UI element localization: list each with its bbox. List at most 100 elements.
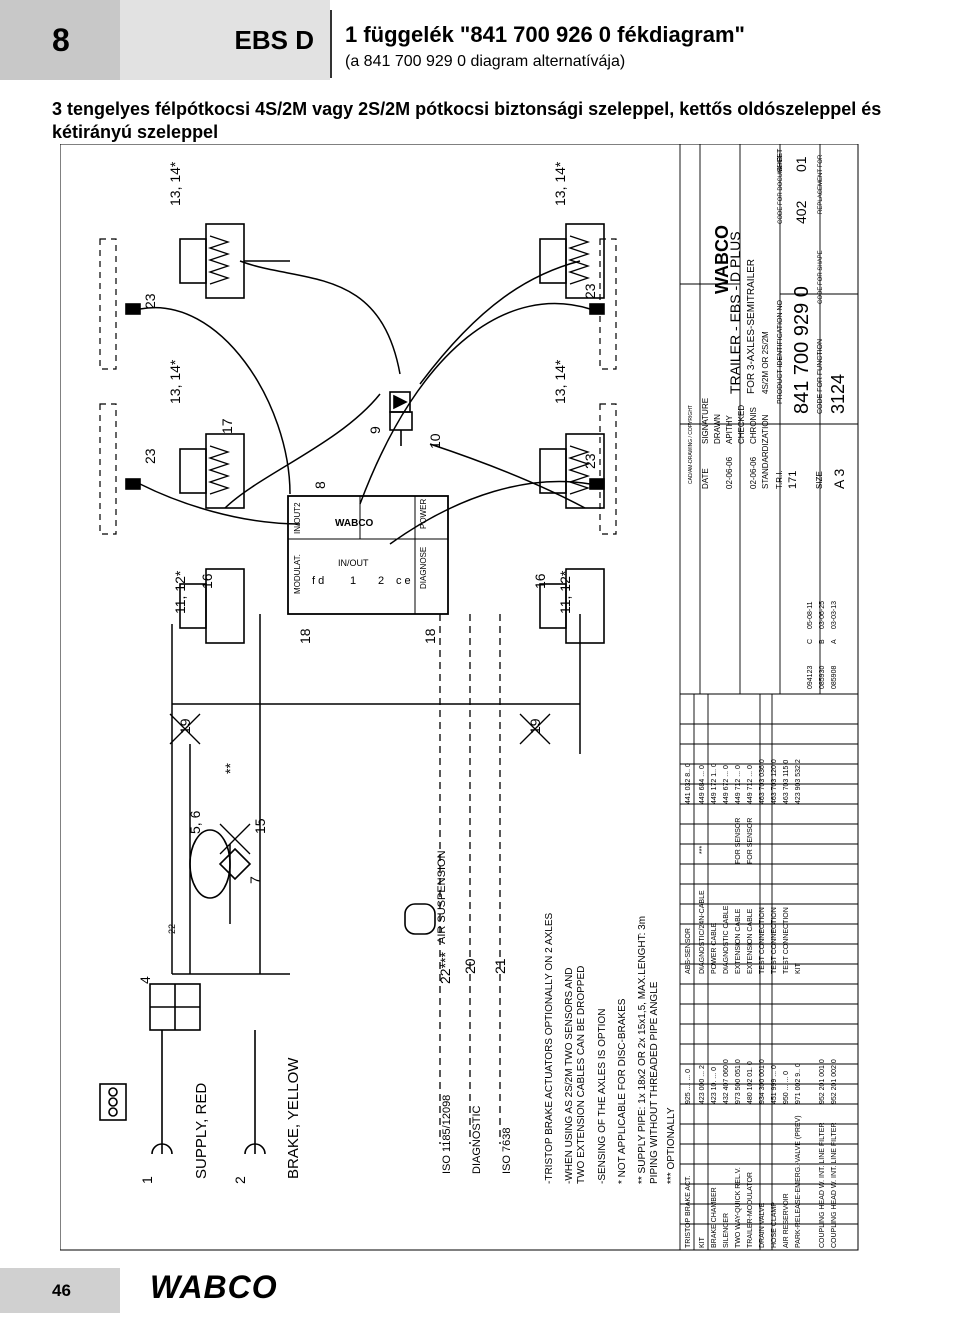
label-8: 8 <box>312 481 328 489</box>
bom-cell: 950 ... ... 0 <box>783 1071 790 1104</box>
label-16-b: 16 <box>532 573 548 589</box>
label-7: 7 <box>247 876 263 884</box>
bom-cell: COUPLING HEAD W. INT. LINE FILTER <box>831 1122 838 1248</box>
air-reservoir-icon <box>189 829 231 899</box>
label-air-suspension: AIR SUSPENSION <box>436 850 448 944</box>
rev-cell: 085908 <box>831 666 838 689</box>
bom-cell: TEST CONNECTION <box>771 907 778 974</box>
ecu-inout2: IN/OUT2 <box>293 502 302 534</box>
note-line: TWO EXTENSION CABLES CAN BE DROPPED <box>576 966 587 1184</box>
tb-for: FOR 3-AXLES-SEMITRAILER <box>746 259 757 394</box>
rev-cell: C <box>807 639 814 644</box>
note-line: ** SUPPLY PIPE: 1x 18x2 OR 2x 15x1,5, MA… <box>637 916 648 1184</box>
rev-cell: 05-08-11 <box>807 601 814 629</box>
bom-cell: FOR SENSOR <box>747 818 754 864</box>
bom-right: ABS-SENSOR 441 032 8.. 0 DIAGNOSTIC/24N-… <box>685 759 802 974</box>
bom-cell: KIT <box>795 962 802 974</box>
ecu-modulat: MODULAT. <box>293 554 302 594</box>
brake-diagram: 13, 14* 13, 14* 13, 14* 13, 14* 23 23 23… <box>60 144 859 1251</box>
label-19-b: 19 <box>527 718 543 734</box>
bom-cell: PARK-RELEASE-EMERG.-VALVE (PREV) <box>795 1115 802 1248</box>
revision-table: 094123 C 05-08-11 085930 B 03-06-25 0859… <box>807 601 838 689</box>
label-11-12-a: 11, 12* <box>172 570 188 614</box>
abs-sensors <box>125 303 605 490</box>
bom-cell: ABS-SENSOR <box>685 928 692 974</box>
label-15: 15 <box>252 818 268 834</box>
tb-code-doc: CODE FOR DOCUMENT <box>778 156 784 224</box>
tb-date-2: 02-06-06 <box>749 456 758 489</box>
bom-cell: *** <box>699 846 706 854</box>
bom-left: TRISTOP BRAKE ACT. 925 .... ... 0 KIT 42… <box>685 1059 838 1248</box>
brake-chamber-icon <box>205 568 245 644</box>
bom-cell: 423 000 ... 2 <box>699 1065 706 1104</box>
label-16-a: 16 <box>199 573 215 589</box>
bom-cell: 449 712 ... 0 <box>747 765 754 804</box>
wabco-logo-text: WABCO <box>150 1269 278 1304</box>
label-18-a: 18 <box>297 628 313 644</box>
label-4: 4 <box>137 976 153 984</box>
bom-cell: 973 500 051 0 <box>735 1059 742 1104</box>
tb-date-head: DATE <box>701 468 710 489</box>
trailer-icon <box>99 1083 127 1121</box>
bom-cell: 449 172 1.. 0 <box>711 763 718 804</box>
air-suspension-icon <box>404 903 436 935</box>
label-23-c: 23 <box>582 283 598 299</box>
bom-cell: FOR SENSOR <box>735 818 742 864</box>
label-10: 10 <box>427 433 443 449</box>
bom-cell: AIR RESERVOIR <box>783 1193 790 1248</box>
bom-cell: TEST CONNECTION <box>759 907 766 974</box>
ecu-2: 2 <box>378 575 384 587</box>
bom-cell: 449 672 ... 0 <box>723 765 730 804</box>
trailer-modulator-ecu <box>287 495 449 615</box>
bom-cell: HOSE CLAMP <box>771 1202 778 1248</box>
bom-cell: TRISTOP BRAKE ACT. <box>685 1175 692 1248</box>
ecu-fd: f d <box>312 575 324 587</box>
tb-cad: CAD/AM-DRAWING / COPYRIGHT <box>688 405 694 484</box>
tb-date-1: 02-06-06 <box>725 456 734 489</box>
bom-cell: 423 10. ... 0 <box>711 1067 718 1104</box>
brake-chamber-icon <box>539 238 567 284</box>
rev-cell: 03-03-13 <box>831 601 838 629</box>
bom-cell: TRAILER-MODULATOR <box>747 1172 754 1248</box>
bom-cell: EXTENSION CABLE <box>735 908 742 974</box>
tb-sign-2: CHRONIS <box>749 407 758 444</box>
header-divider <box>330 10 332 78</box>
note-line: * NOT APPLICABLE FOR DISC-BRAKES <box>617 998 628 1184</box>
tb-sign-head: SIGNATURE <box>701 398 710 444</box>
label-13-14-a: 13, 14* <box>167 161 183 206</box>
bom-cell: DIAGNOSTIC/24N-CABLE <box>699 890 706 974</box>
tb-pin-head: PRODUCT IDENTIFICATION NO <box>777 299 784 404</box>
bom-cell: 463 703 115 0 <box>783 760 790 804</box>
tb-shape-head: CODE FOR SHAPE <box>818 250 824 304</box>
page-header: 8 EBS D 1 függelék "841 700 926 0 fékdia… <box>0 0 960 80</box>
bom-cell: DRAIN VALVE <box>759 1202 766 1248</box>
label-13-14-d: 13, 14* <box>552 359 568 404</box>
tb-sheet: SHEET <box>777 148 784 172</box>
rev-cell: B <box>819 639 826 644</box>
brake-chamber-icon <box>565 568 605 644</box>
ecu-ce: c e <box>396 575 411 587</box>
rev-cell: 085930 <box>819 666 826 689</box>
parts-list-table <box>679 144 859 1251</box>
bom-cell: 441 032 8.. 0 <box>685 763 692 804</box>
tb-func-head: CODE FOR FUNCTION <box>817 339 824 414</box>
notes-block: -TRISTOP BRAKE ACTUATORS OPTIONALLY ON 2… <box>544 912 677 1184</box>
label-1: 1 <box>139 1176 155 1184</box>
label-stars: ** <box>222 763 238 774</box>
note-line: PIPING WITHOUT THREADED PIPE ANGLE <box>649 981 660 1184</box>
brake-chamber-icon <box>565 223 605 299</box>
wheel-chambers-row <box>179 223 605 644</box>
label-5-6: 5, 6 <box>187 810 203 834</box>
wabco-logo: WABCO <box>150 1268 300 1309</box>
bom-cell: 432 407 060 0 <box>723 1059 730 1104</box>
tb-logo: WABCO <box>712 225 732 294</box>
tb-repl-head: REPLACEMENT FOR <box>818 154 824 214</box>
tb-trailer: TRAILER - EBS - D PLUS <box>727 231 743 394</box>
iso-cables <box>439 614 501 1144</box>
tb-pin: 841 700 929 0 <box>791 286 813 414</box>
tb-sheet-val: 01 <box>793 156 809 172</box>
bom-cell: DIAGNOSTIC CABLE <box>723 905 730 974</box>
drain-valve-icon <box>218 847 252 881</box>
prev-valve-icon <box>149 983 201 1031</box>
ecu-inout: IN/OUT <box>338 558 369 568</box>
